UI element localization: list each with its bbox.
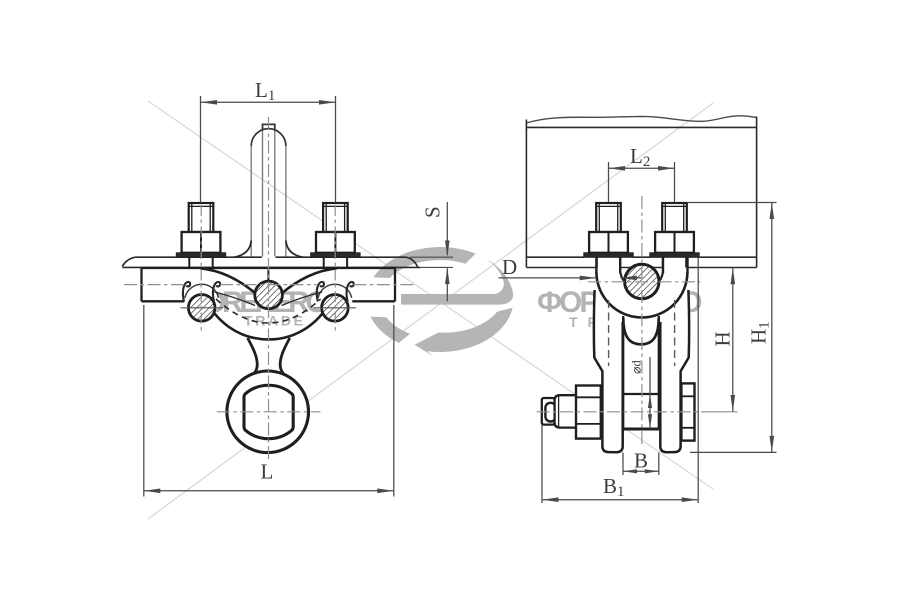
svg-text:⌀d: ⌀d bbox=[630, 359, 644, 374]
svg-text:TRADE: TRADE bbox=[244, 313, 316, 329]
svg-text:D: D bbox=[502, 255, 517, 279]
svg-text:H: H bbox=[711, 331, 735, 346]
svg-text:S: S bbox=[421, 206, 445, 218]
svg-text:B: B bbox=[634, 449, 648, 473]
svg-text:L: L bbox=[261, 460, 274, 484]
